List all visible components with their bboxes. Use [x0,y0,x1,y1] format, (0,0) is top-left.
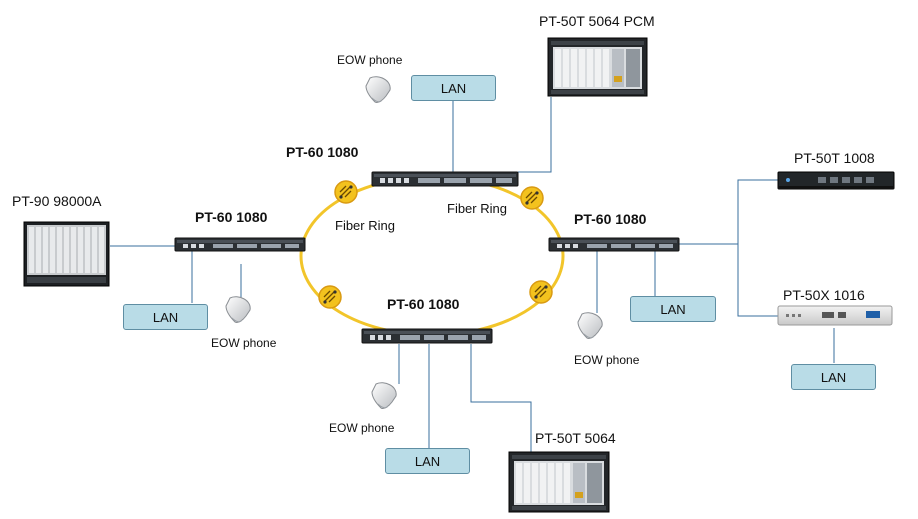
pt50t-1008-device [777,171,895,190]
pt60-node-bottom [361,328,493,344]
link-top-pcm [518,97,552,173]
ring-connector-icon [318,285,342,309]
label-pt90-98000a: PT-90 98000A [12,193,102,209]
label-eow-bottom: EOW phone [329,421,395,435]
pt50t-5064-bottom-device [508,451,610,513]
label-pt50t-5064: PT-50T 5064 [535,430,616,446]
link-to-pt50x-1016 [737,244,780,317]
link-bottom-pcm [470,344,532,455]
label-node-right: PT-60 1080 [574,211,647,227]
label-pt50t-5064-pcm: PT-50T 5064 PCM [539,13,655,29]
label-pt50t-1008: PT-50T 1008 [794,150,875,166]
label-node-bottom: PT-60 1080 [387,296,460,312]
label-pt50x-1016: PT-50X 1016 [783,287,865,303]
eow-phone-icon [371,382,397,409]
pt50x-1016-device [777,305,893,326]
lan-box-bottom: LAN [385,448,470,474]
label-eow-left: EOW phone [211,336,277,350]
eow-phone-icon [577,312,603,339]
pt50t-5064-pcm-top-device [547,37,648,97]
label-fiber-ring-left: Fiber Ring [335,218,395,233]
pt60-node-left [174,237,306,252]
label-node-left: PT-60 1080 [195,209,268,225]
label-eow-top: EOW phone [337,53,403,67]
eow-phone-icon [365,76,391,103]
lan-box-right: LAN [630,296,716,322]
label-fiber-ring-right: Fiber Ring [447,201,507,216]
lan-box-left: LAN [123,304,208,330]
ring-connector-icon [520,186,544,210]
label-eow-right: EOW phone [574,353,640,367]
link-to-pt50t-1008 [737,179,780,244]
label-node-top: PT-60 1080 [286,144,359,160]
eow-phone-icon [225,296,251,323]
lan-box-far-right: LAN [791,364,876,390]
pt90-98000a-device [23,221,110,287]
connection-lines [110,97,835,455]
ring-connector-icon [334,180,358,204]
pt60-node-top [371,171,519,187]
lan-box-top: LAN [411,75,496,101]
ring-connector-icon [529,280,553,304]
pt60-node-right [548,237,680,252]
